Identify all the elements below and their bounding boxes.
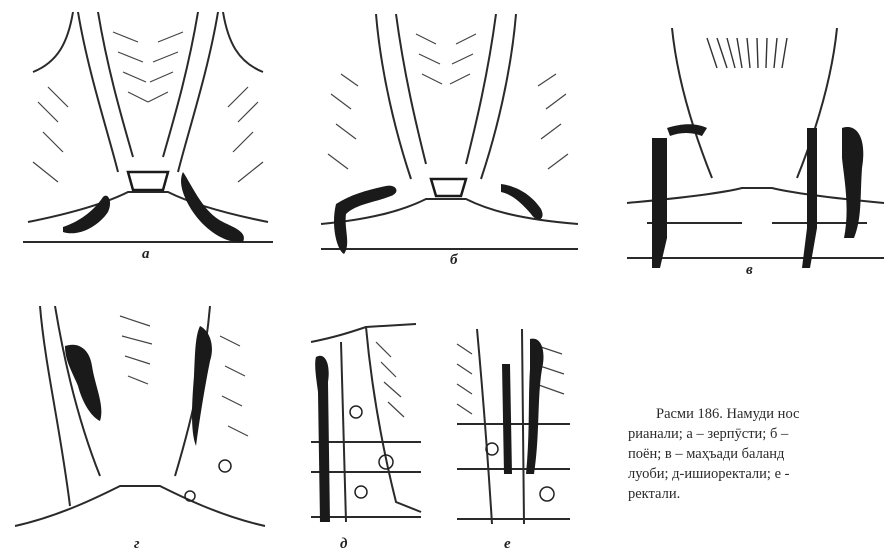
caption-line: луоби; д-ишиоректали; е -: [628, 464, 892, 484]
panel-label-b: б: [450, 252, 458, 269]
fistula-illustration-g: [10, 306, 272, 534]
figure-panel-d: [306, 322, 428, 528]
caption-line: Расми 186. Намуди нос: [628, 404, 892, 424]
fistula-illustration-v: [622, 28, 890, 270]
figure-panel-v: [622, 28, 890, 270]
fistula-illustration-b: [316, 14, 584, 259]
panel-label-g: г: [134, 536, 140, 553]
panel-label-v: в: [746, 262, 753, 279]
figure-panel-b: [316, 14, 584, 259]
figure-caption: Расми 186. Намуди нос рианали; а – зерпӯ…: [628, 404, 892, 504]
figure-panel-a: [18, 12, 280, 262]
panel-label-d: д: [340, 536, 347, 553]
figure-panel-g: [10, 306, 272, 534]
caption-line: рианали; а – зерпӯсти; б –: [628, 424, 892, 444]
fistula-illustration-a: [18, 12, 280, 262]
caption-line: поён; в – маҳъади баланд: [628, 444, 892, 464]
fistula-illustration-e: [452, 324, 574, 528]
panel-label-e: е: [504, 536, 511, 553]
fistula-illustration-d: [306, 322, 428, 528]
figure-panel-e: [452, 324, 574, 528]
caption-line: ректали.: [628, 484, 892, 504]
panel-label-a: а: [142, 246, 150, 263]
